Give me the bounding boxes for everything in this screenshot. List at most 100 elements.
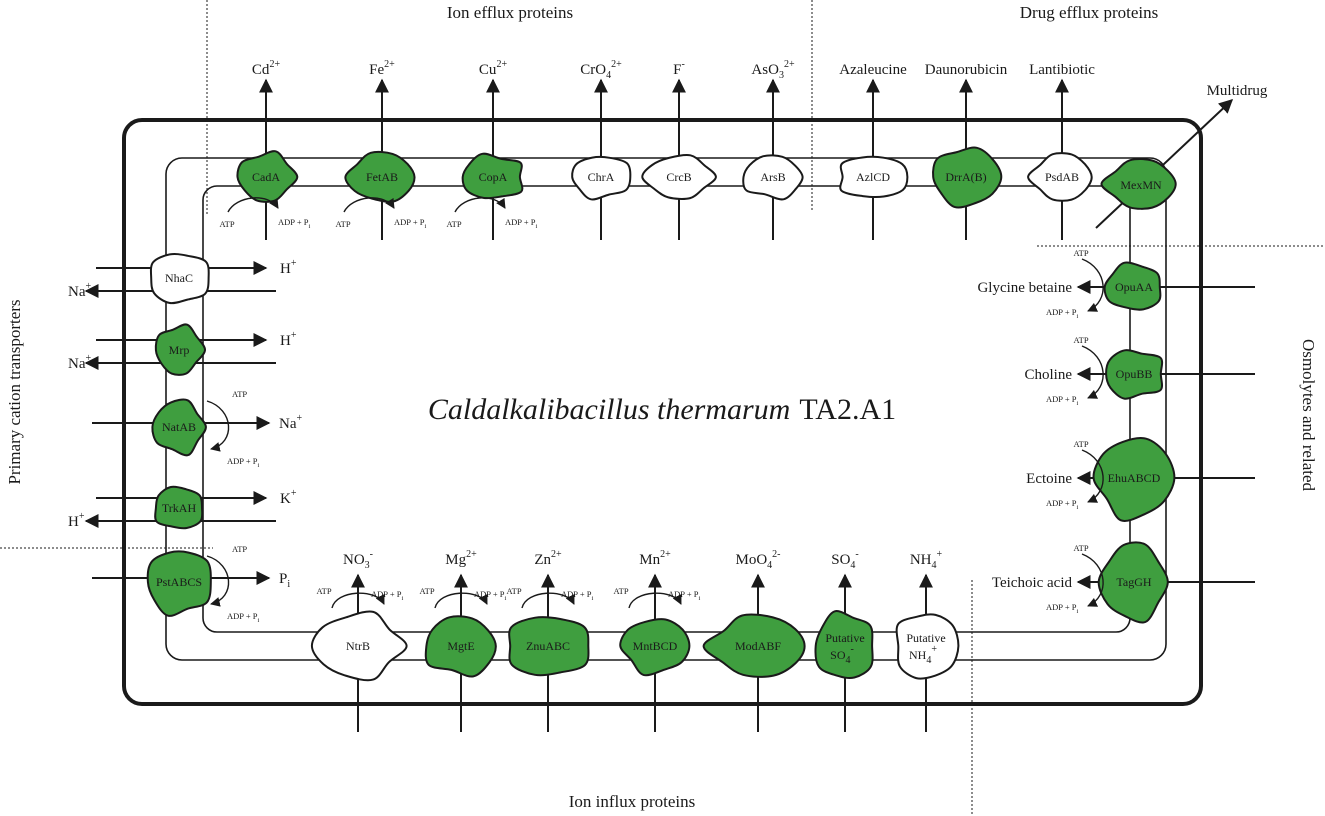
top-fetab-adp-subscript: i <box>424 223 426 230</box>
top-azlcd-substrate-text: Azaleucine <box>839 62 907 78</box>
top-cada <box>236 150 299 203</box>
right-opubb-adp: ADP + Pi <box>1046 394 1078 407</box>
right-ehuabcd-adp: ADP + Pi <box>1046 498 1078 511</box>
top-chra-label: ChrA <box>588 170 615 184</box>
top-copa-adp-subscript: i <box>535 223 537 230</box>
left-mrp-out-ion-text: Na <box>68 356 86 372</box>
right-ehuabcd-substrate: Ectoine <box>1026 471 1072 487</box>
section-osmolytes: Osmolytes and related <box>1299 339 1318 492</box>
right-taggh-substrate-text: Teichoic acid <box>992 575 1073 591</box>
right-opubb-atp: ATP <box>1073 335 1088 345</box>
top-copa-adp: ADP + Pi <box>505 217 537 230</box>
bottom-mntbcd-adp: ADP + Pi <box>668 589 700 602</box>
top-fetab-adp: ADP + Pi <box>394 217 426 230</box>
right-ehuabcd-energy-arrow <box>1081 449 1104 503</box>
right-ehuabcd-atp: ATP <box>1073 439 1088 449</box>
left-nhac-in-ion-text: H <box>280 261 291 277</box>
bottom-ntrb-adp-subscript: i <box>401 595 403 602</box>
bottom-mntbcd-substrate-superscript: 2+ <box>660 549 671 560</box>
bottom-modabf-substrate-text: MoO <box>735 552 767 568</box>
top-copa-energy-arrow <box>454 197 506 213</box>
left-trkah-in-ion-superscript: + <box>291 488 297 499</box>
right-opubb-substrate: Choline <box>1025 367 1073 383</box>
top-cada-adp: ADP + Pi <box>278 217 310 230</box>
right-opuaa-label: OpuAA <box>1115 280 1153 294</box>
left-nhac-out-ion-superscript: + <box>86 281 92 292</box>
bottom-ntrb-energy-arrow <box>331 592 385 609</box>
top-mexmn-substrate-text: Multidrug <box>1207 83 1268 99</box>
top-psdab-substrate: Lantibiotic <box>1029 62 1095 78</box>
bottom-modabf-substrate-superscript: 2- <box>772 549 780 560</box>
top-drrab-substrate: Daunorubicin <box>925 62 1008 78</box>
left-mrp-in-ion-text: H <box>280 333 291 349</box>
top-psdab-substrate-text: Lantibiotic <box>1029 62 1095 78</box>
bottom-modabf-substrate: MoO42- <box>735 549 780 571</box>
left-pstabcs-in-ion: Pi <box>279 571 290 590</box>
left-natab-atp: ATP <box>232 389 247 399</box>
left-mrp-in-ion: H+ <box>280 330 297 349</box>
left-nhac-out-ion: Na+ <box>68 281 92 300</box>
left-trkah-out-ion: H+ <box>68 511 85 530</box>
left-natab-label: NatAB <box>162 420 196 434</box>
right-taggh-adp-text: ADP + P <box>1046 602 1077 612</box>
top-mexmn <box>1100 158 1177 210</box>
right-opubb-substrate-text: Choline <box>1025 367 1073 383</box>
right-taggh <box>1097 541 1169 624</box>
top-arsb <box>742 154 804 201</box>
bottom-putative-so-label-formula-superscript: - <box>851 644 854 655</box>
left-natab-adp: ADP + Pi <box>227 456 259 469</box>
bottom-putative-so-substrate-superscript: - <box>855 549 858 560</box>
cell-wall <box>122 118 1203 706</box>
organism-name: Caldalkalibacillus thermarum <box>428 393 791 426</box>
bottom-ntrb-substrate-superscript: - <box>370 549 373 560</box>
left-nhac-in-ion-superscript: + <box>291 258 297 269</box>
top-psdab <box>1027 152 1093 202</box>
top-arsb-substrate-subscript: 3 <box>779 70 784 81</box>
top-chra-substrate-superscript: 2+ <box>611 59 622 70</box>
bottom-mgte-substrate-superscript: 2+ <box>466 549 477 560</box>
bottom-znuabc-substrate-superscript: 2+ <box>551 549 562 560</box>
top-cada-energy-arrow <box>227 197 279 213</box>
left-trkah-in-ion-text: K <box>280 491 291 507</box>
left-trkah-in-ion: K+ <box>280 488 297 507</box>
left-trkah-out-ion-superscript: + <box>79 511 85 522</box>
left-pstabcs-atp: ATP <box>232 544 247 554</box>
bottom-ntrb-label: NtrB <box>346 639 370 653</box>
left-pstabcs-energy-arrow <box>206 555 230 607</box>
left-mrp-out-ion-superscript: + <box>86 353 92 364</box>
bottom-znuabc-adp: ADP + Pi <box>561 589 593 602</box>
top-fetab-substrate-text: Fe <box>369 62 384 78</box>
right-taggh-substrate: Teichoic acid <box>992 575 1073 591</box>
right-opubb-adp-subscript: i <box>1076 400 1078 407</box>
top-drrab-label: DrrA(B) <box>945 170 986 184</box>
section-drug-efflux: Drug efflux proteins <box>1020 3 1159 22</box>
bottom-putative-so <box>814 610 874 680</box>
top-azlcd-label: AzlCD <box>856 170 890 184</box>
left-natab <box>151 398 207 457</box>
bottom-mntbcd-substrate-text: Mn <box>639 552 660 568</box>
right-ehuabcd-adp-text: ADP + P <box>1046 498 1077 508</box>
bottom-putative-nh <box>895 613 960 680</box>
top-copa-atp: ATP <box>446 219 461 229</box>
right-opuaa-energy-arrow <box>1081 258 1104 312</box>
top-azlcd <box>839 155 909 199</box>
bottom-mntbcd-atp: ATP <box>613 586 628 596</box>
top-mexmn-substrate: Multidrug <box>1207 83 1268 99</box>
right-opuaa-atp: ATP <box>1073 248 1088 258</box>
top-fetab-adp-text: ADP + P <box>394 217 425 227</box>
top-chra <box>571 155 632 201</box>
bottom-ntrb-adp-text: ADP + P <box>371 589 402 599</box>
top-cada-atp: ATP <box>219 219 234 229</box>
bottom-mgte-adp: ADP + Pi <box>474 589 506 602</box>
bottom-modabf-substrate-subscript: 4 <box>767 560 772 571</box>
top-copa-substrate-superscript: 2+ <box>496 59 507 70</box>
bottom-znuabc-atp: ATP <box>506 586 521 596</box>
top-copa-substrate-text: Cu <box>479 62 497 78</box>
top-arsb-substrate-superscript: 2+ <box>784 59 795 70</box>
bottom-znuabc-adp-text: ADP + P <box>561 589 592 599</box>
right-opubb <box>1105 349 1164 400</box>
bottom-mntbcd-adp-text: ADP + P <box>668 589 699 599</box>
bottom-mntbcd-energy-arrow <box>628 592 682 609</box>
right-ehuabcd-label: EhuABCD <box>1108 471 1161 485</box>
